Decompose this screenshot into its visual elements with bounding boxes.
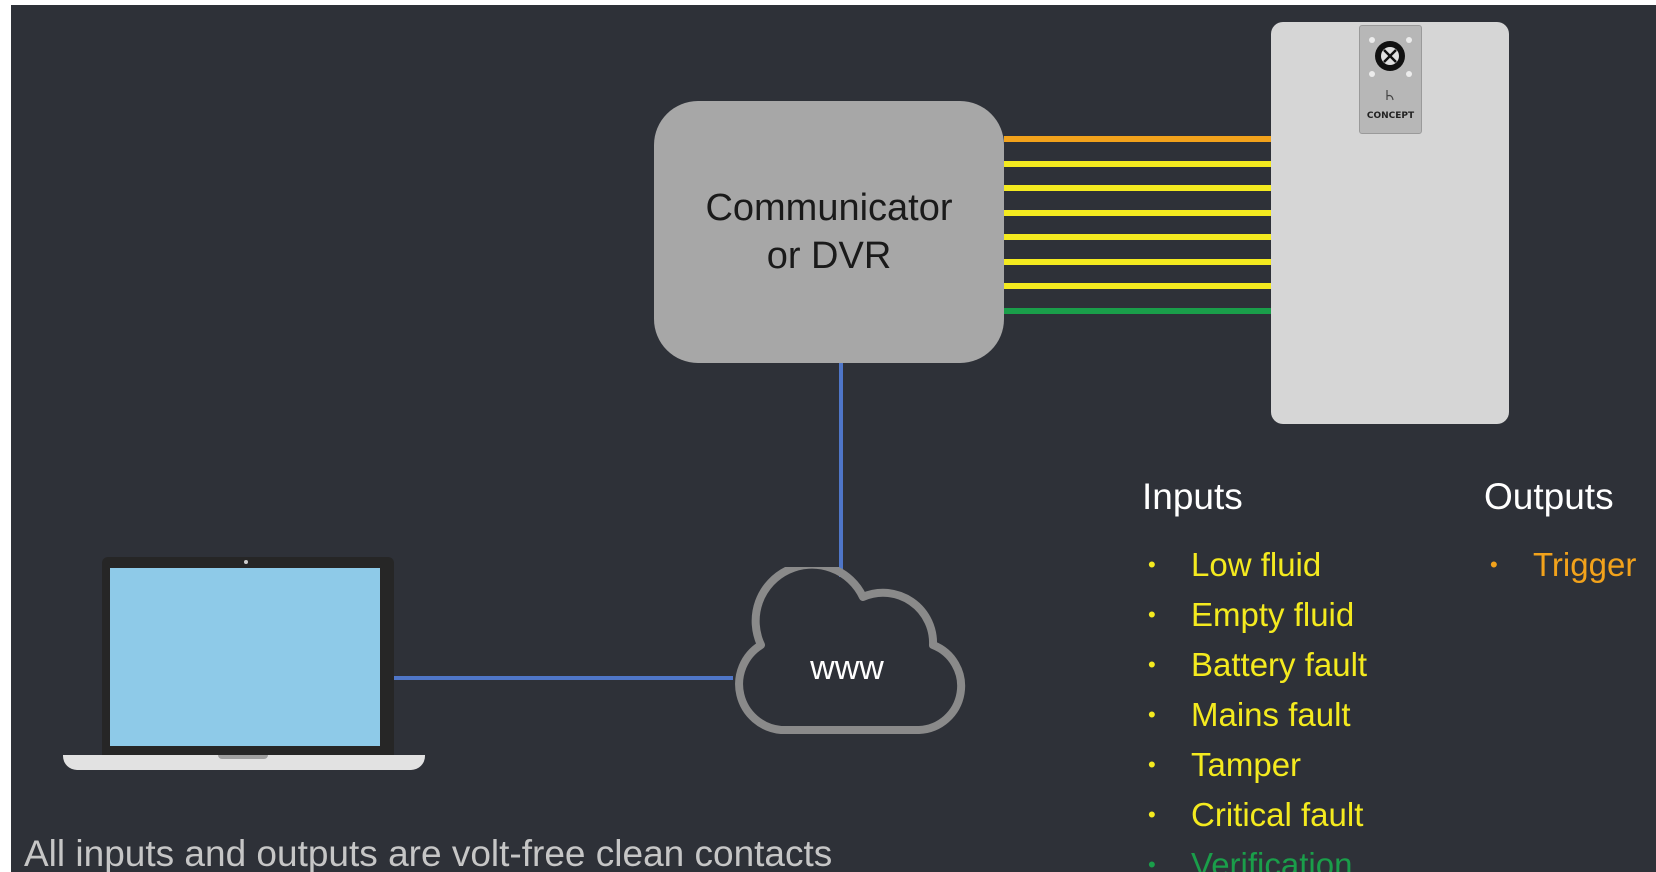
device-label-line2: or DVR (766, 235, 892, 277)
inputs-item-label: Critical fault (1191, 796, 1364, 833)
wire-yellow (1004, 185, 1272, 191)
communicator-dvr-box: Communicator or DVR (654, 101, 1004, 363)
wire-yellow (1004, 258, 1272, 265)
laptop-icon (102, 557, 394, 758)
wire-yellow (1004, 234, 1272, 240)
bullet-icon: • (1148, 552, 1156, 577)
footnote: All inputs and outputs are volt-free cle… (24, 833, 833, 872)
laptop-display (110, 568, 380, 746)
cloud-icon (735, 567, 966, 734)
bullet-icon: • (1148, 602, 1156, 627)
bullet-icon: • (1148, 652, 1156, 677)
laptop-base (63, 755, 425, 770)
laptop-notch (218, 755, 268, 759)
keypad-dial-icon (1369, 37, 1412, 101)
device-to-cloud-link (839, 363, 843, 577)
inputs-item-label: Tamper (1191, 746, 1302, 783)
wire-green (1004, 307, 1272, 314)
bullet-icon: • (1490, 552, 1498, 577)
inputs-list: • Low fluid • Empty fluid • Battery fault • Mai… (1142, 540, 1367, 872)
diagram-canvas: Communicator or DVR CONCEPT www (11, 5, 1656, 872)
inputs-list-item: • Empty fluid (1142, 590, 1367, 640)
bullet-icon: • (1148, 852, 1156, 872)
panel-logo: CONCEPT (1366, 111, 1415, 121)
inputs-list-item: • Low fluid (1142, 540, 1367, 590)
inputs-list-item: • Mains fault (1142, 690, 1367, 740)
laptop-camera (244, 560, 248, 564)
inputs-list-item: • Verification (1142, 840, 1367, 872)
bullet-icon: • (1148, 702, 1156, 727)
inputs-item-label: Battery fault (1191, 646, 1368, 683)
wire-yellow (1004, 160, 1272, 167)
bullet-icon: • (1148, 802, 1156, 827)
inputs-heading: Inputs (1142, 476, 1243, 517)
inputs-list-item: • Critical fault (1142, 790, 1367, 840)
control-panel: CONCEPT (1271, 22, 1509, 424)
device-label-line1: Communicator (705, 187, 953, 229)
inputs-item-label: Low fluid (1191, 546, 1322, 583)
outputs-item-label: Trigger (1533, 546, 1637, 583)
outputs-heading: Outputs (1484, 476, 1614, 517)
wire-yellow (1004, 283, 1272, 289)
laptop-to-cloud-link (381, 676, 733, 680)
wire-yellow (1004, 209, 1272, 216)
inputs-list-item: • Battery fault (1142, 640, 1367, 690)
inputs-list-item: • Tamper (1142, 740, 1367, 790)
outputs-list: • Trigger (1484, 540, 1636, 590)
inputs-item-label: Verification (1191, 846, 1353, 872)
inputs-item-label: Mains fault (1191, 696, 1351, 733)
wire-orange (1004, 136, 1272, 142)
inputs-item-label: Empty fluid (1191, 596, 1355, 633)
outputs-list-item: • Trigger (1484, 540, 1636, 590)
cloud-label: www (810, 649, 884, 687)
panel-keypad: CONCEPT (1359, 25, 1422, 134)
bullet-icon: • (1148, 752, 1156, 777)
